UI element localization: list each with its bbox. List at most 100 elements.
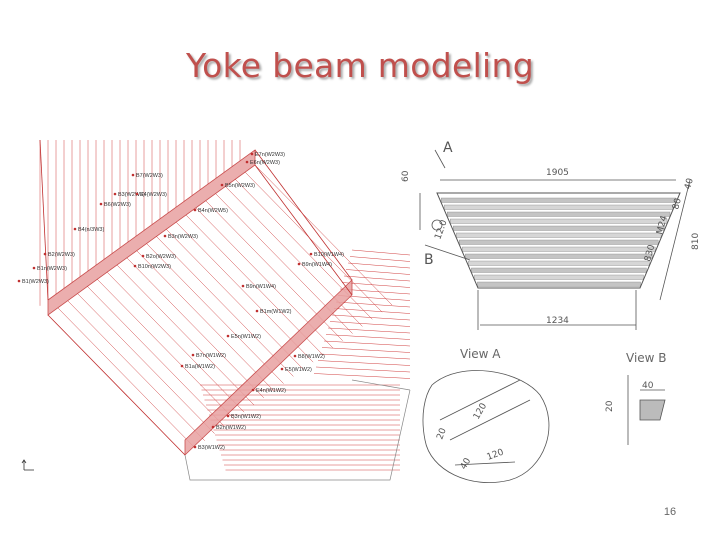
mesh-diagonal-line: [156, 236, 294, 377]
dim-slant-r2: 80: [671, 197, 684, 211]
section-outline: [436, 192, 681, 289]
mesh-horizontal-line: [319, 353, 411, 360]
node-marker: [17, 279, 21, 283]
slide-title: Yoke beam modeling: [186, 46, 534, 85]
model-label: E6n(W2W3): [250, 160, 280, 166]
mesh-diagonal-line: [235, 179, 373, 320]
dim-top-width: 1905: [546, 168, 569, 178]
plate-band: [462, 246, 656, 252]
mesh-horizontal-line: [329, 321, 411, 327]
model-label: B3(W2W3): [118, 192, 145, 198]
node-marker: [245, 160, 249, 164]
dim-right-height: 810: [691, 233, 701, 250]
model-label: B10(W1W4): [314, 252, 344, 258]
dimension-labels: 1905 1234 60 810 40 80 M24 830 12.0 20 1…: [401, 168, 701, 472]
model-label: B1a(W1W2): [185, 364, 215, 370]
node-marker: [193, 445, 197, 449]
view-a-label: View A: [460, 347, 501, 361]
node-marker: [280, 367, 284, 371]
node-marker: [226, 334, 230, 338]
node-marker: [255, 309, 259, 313]
mesh-diagonal-line: [136, 250, 274, 391]
dim-bottom-width: 1234: [546, 316, 569, 326]
view-b-detail: [627, 375, 666, 445]
dim-view-b-2: 20: [605, 400, 615, 412]
model-label: B3n(W1W2): [231, 414, 261, 420]
mesh-diagonal-line: [57, 307, 196, 449]
node-marker: [241, 284, 245, 288]
node-marker: [141, 254, 145, 258]
model-label: E7n(W2W3): [255, 152, 285, 158]
mesh-horizontal-line: [317, 360, 411, 366]
dim-slant-r1: 40: [683, 177, 696, 191]
model-label: B6(W2W3): [104, 202, 131, 208]
mesh-diagonal-line: [116, 264, 255, 406]
model-label: B10n(W2W3): [138, 264, 171, 270]
node-marker: [133, 264, 137, 268]
mesh-horizontal-line: [321, 347, 411, 353]
plate-band: [443, 204, 674, 210]
node-marker: [211, 425, 215, 429]
node-marker: [293, 354, 297, 358]
right-slant-line: [659, 179, 691, 301]
mesh-diagonal-line: [97, 279, 235, 420]
mesh-horizontal-line: [331, 314, 411, 321]
view-a-detail: [422, 370, 550, 483]
mesh-horizontal-line: [323, 340, 411, 347]
dim-slant-left: 12.0: [433, 219, 449, 242]
dim-slant-r3: M24: [655, 214, 670, 235]
dim-slant-r4: 830: [643, 243, 657, 262]
plate-band: [465, 253, 653, 259]
node-marker: [297, 262, 301, 266]
model-label: E5(W1W2): [285, 367, 312, 373]
dim-view-a-4: 40: [459, 456, 474, 471]
axis-triad-icon: [21, 459, 34, 471]
mesh-grid-lines: [39, 140, 411, 471]
model-label: B4(n/3W3): [78, 227, 104, 233]
model-label: B1(W2W3): [22, 279, 49, 285]
mesh-diagonal-line: [146, 243, 284, 384]
node-marker: [163, 234, 167, 238]
node-marker: [43, 252, 47, 256]
section-letter-b: B: [424, 252, 434, 268]
view-labels: A B View A View B: [424, 140, 667, 365]
view-b-label: View B: [626, 351, 667, 365]
plate-band: [468, 260, 650, 266]
mesh-horizontal-line: [325, 334, 411, 340]
mesh-diagonal-line: [67, 300, 205, 441]
plate-band: [453, 225, 665, 231]
model-label: B3(W1W2): [198, 445, 225, 451]
node-marker: [250, 152, 254, 156]
dim-view-a-3: 120: [486, 447, 506, 462]
plate-band: [450, 218, 668, 224]
plate-band: [459, 239, 659, 245]
node-marker: [32, 266, 36, 270]
mesh-horizontal-line: [335, 301, 411, 308]
mesh-diagonal-line: [126, 257, 265, 399]
section-arrow-b: [424, 244, 471, 261]
model-label: E4(W2W3): [140, 192, 167, 198]
model-label: B7n(W1W2): [196, 353, 226, 359]
finite-element-model: E7n(W2W3)E6n(W2W3)B7(W2W3)B5n(W2W3)B3(W2…: [17, 139, 411, 481]
plate-band: [477, 281, 641, 287]
detail-circle: [431, 219, 443, 231]
plate-band: [440, 197, 677, 203]
plate-band: [471, 267, 647, 273]
model-label: B1n(W2W3): [37, 266, 67, 272]
model-label: B8(W1W2): [298, 354, 325, 360]
section-plate-bands: [440, 197, 677, 287]
node-marker: [99, 202, 103, 206]
node-marker: [220, 183, 224, 187]
model-label: B7(W2W3): [136, 173, 163, 179]
mesh-horizontal-line: [327, 327, 411, 334]
node-marker: [251, 388, 255, 392]
mesh-horizontal-line: [345, 269, 411, 275]
model-label: B3n(W2W3): [168, 234, 198, 240]
model-label: B2o(W2W3): [146, 254, 176, 260]
plate-band: [447, 211, 671, 217]
node-marker: [113, 192, 117, 196]
mesh-horizontal-line: [351, 249, 411, 256]
node-marker: [135, 192, 139, 196]
mesh-base-outline: [184, 379, 411, 481]
mesh-horizontal-line: [313, 373, 411, 379]
